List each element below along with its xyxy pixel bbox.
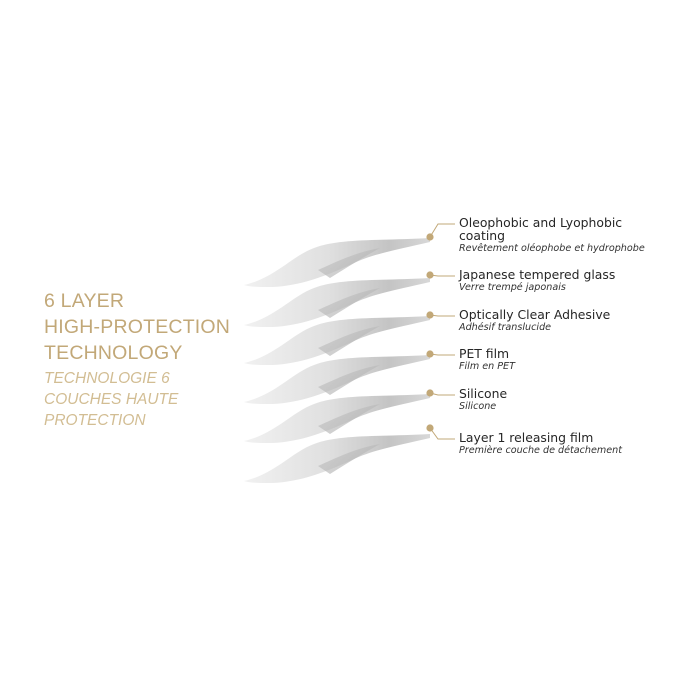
leader-lines [426,223,455,440]
layer-label-fr: Film en PET [459,361,515,372]
layer-sheet-shadow [318,248,380,278]
headline: 6 LAYER HIGH-PROTECTION TECHNOLOGY [44,288,254,366]
layer-sheet-shadow [318,404,380,434]
leader-line [429,314,455,317]
leader-line [429,427,455,440]
layer-label-en: Silicone [459,386,508,401]
subheadline-fr-line-3: PROTECTION [44,412,146,429]
layer-label-en: Oleophobic and Lyophobic coating [459,215,623,243]
layer-label-silicone: Silicone Silicone [459,387,695,413]
subheadline-fr: TECHNOLOGIE 6 COUCHES HAUTE PROTECTION [44,368,254,431]
layer-sheets [244,238,430,483]
layer-sheet-shadow [318,326,380,356]
leader-line [429,223,455,238]
layer-label-fr: Revêtement oléophobe et hydrophobe [459,243,645,254]
headline-line-1: 6 LAYER [44,290,125,312]
layer-sheet-shadow [318,444,380,474]
leader-dot [426,233,434,241]
leader-dot [426,350,434,358]
layer-label-optically-clear-adhesive: Optically Clear Adhesive Adhésif translu… [459,308,695,334]
layer-label-en: PET film [459,346,510,361]
layer-label-oleophobic-coating: Oleophobic and Lyophobic coating Revêtem… [459,216,695,255]
leader-dot [426,271,434,279]
leader-dot [426,424,434,432]
subheadline-fr-line-2: COUCHES HAUTE [44,391,179,408]
leader-line [429,274,455,277]
layer-sheet-shadow [318,365,380,395]
layer-label-en: Japanese tempered glass [459,267,616,282]
headline-line-3: TECHNOLOGY [44,342,183,364]
layer-label-fr: Première couche de détachement [459,445,622,456]
layer-label-fr: Adhésif translucide [459,322,552,333]
leader-line [429,353,455,356]
layer-label-tempered-glass: Japanese tempered glass Verre trempé jap… [459,268,695,294]
layer-label-pet-film: PET film Film en PET [459,347,695,373]
subheadline-fr-line-1: TECHNOLOGIE 6 [44,370,170,387]
layer-label-releasing-film: Layer 1 releasing film Première couche d… [459,431,695,457]
layer-label-en: Layer 1 releasing film [459,430,594,445]
layer-label-fr: Silicone [459,401,497,412]
layer-sheet-shadow [318,288,380,318]
leader-dot [426,389,434,397]
leader-dot [426,311,434,319]
leader-line [429,392,455,396]
layer-label-en: Optically Clear Adhesive [459,307,611,322]
layer-label-fr: Verre trempé japonais [459,282,566,293]
headline-line-2: HIGH-PROTECTION [44,316,231,338]
